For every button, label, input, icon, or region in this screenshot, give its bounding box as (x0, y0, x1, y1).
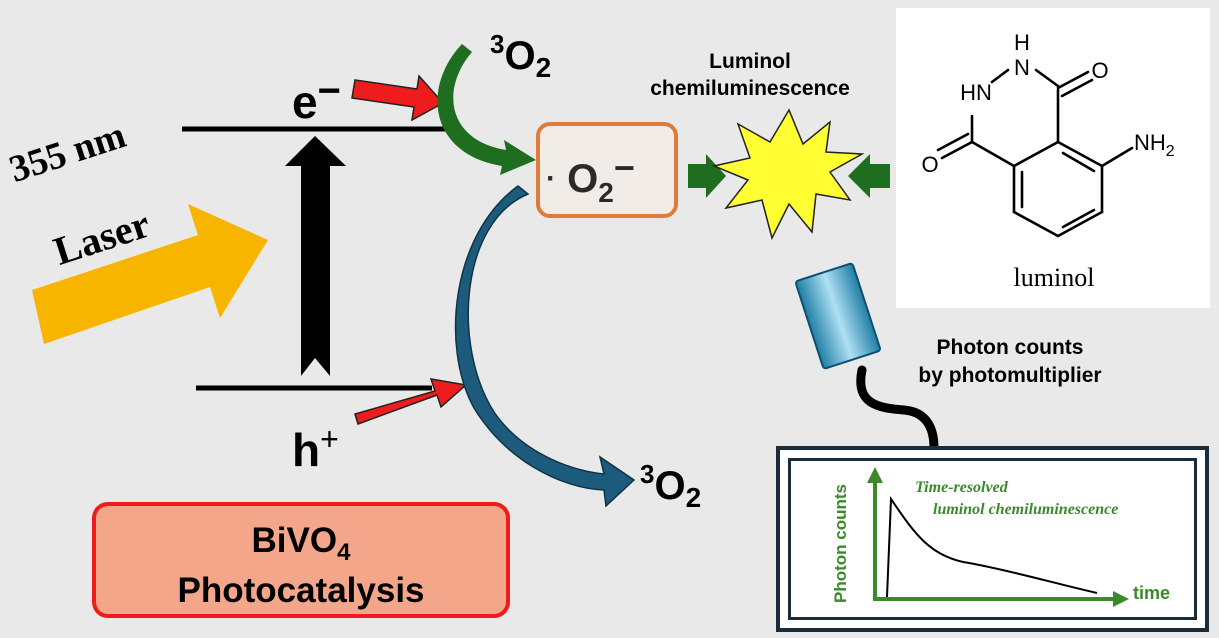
luminol-name: luminol (1014, 263, 1095, 292)
triplet-oxygen-bottom: 3O2 (640, 452, 701, 520)
photon-counts-label-line1: Photon counts (936, 336, 1084, 359)
hole-charge: + (320, 421, 339, 457)
chemiluminescence-label-line2: chemiluminescence (650, 77, 850, 100)
electron-label: e− (292, 66, 341, 127)
bivo4-formula-base: BiVO (251, 521, 338, 560)
superoxide-label: · O2− (546, 146, 635, 215)
luminol-atom-n: N (1014, 55, 1030, 80)
oxygen-oxidation-arrow (454, 185, 636, 508)
triplet-oxygen-top-sub: 2 (535, 52, 552, 83)
decay-plot-svg (867, 467, 1129, 607)
triplet-oxygen-bottom-sup: 3 (640, 459, 655, 489)
luminol-atom-h: H (1014, 30, 1030, 55)
triplet-oxygen-top-base: O (504, 34, 536, 78)
luminol-atom-hn: HN (960, 80, 992, 105)
electron-transfer-arrow (351, 74, 445, 122)
bivo4-photocatalysis-box: BiVO4 Photocatalysis (92, 502, 510, 618)
luminol-atom-nh2: NH2 (1134, 130, 1175, 160)
chemiluminescence-label-line1: Luminol (709, 50, 791, 73)
superoxide-dot: · (546, 162, 556, 195)
luminol-atom-o-top: O (1091, 58, 1108, 83)
luminol-atom-nh2-base: NH (1134, 130, 1166, 155)
luminol-atom-nh2-sub: 2 (1166, 143, 1175, 160)
photomultiplier-cable (856, 365, 939, 453)
laser-arrow (32, 204, 268, 344)
superoxide-charge: − (613, 147, 635, 188)
triplet-oxygen-top-sup: 3 (490, 29, 505, 59)
triplet-oxygen-top: 3O2 (490, 22, 551, 90)
decay-plot-panel: Photon counts time Time-resolved luminol… (788, 458, 1197, 620)
plot-annotation-line1: Time-resolved (915, 479, 1008, 496)
hole-symbol: h (292, 424, 321, 476)
oxygen-reduction-arrow (437, 44, 536, 175)
decay-plot-frame: Photon counts time Time-resolved luminol… (776, 446, 1209, 632)
luminol-atom-o-left: O (921, 152, 938, 177)
triplet-oxygen-bottom-base: O (654, 464, 686, 508)
photocatalysis-label: Photocatalysis (177, 571, 425, 610)
electron-symbol: e (292, 76, 318, 128)
plot-y-label: Photon counts (831, 484, 850, 603)
chemiluminescence-label: Luminol chemiluminescence (610, 48, 890, 102)
triplet-oxygen-bottom-sub: 2 (685, 482, 702, 513)
photon-counts-label-line2: by photomultiplier (918, 364, 1102, 387)
bivo4-formula-sub: 4 (337, 539, 351, 566)
superoxide-to-star-arrow (688, 154, 726, 198)
hole-transfer-arrow (354, 378, 468, 425)
photon-counts-label: Photon counts by photomultiplier (880, 334, 1140, 390)
photomultiplier-tube (795, 262, 881, 370)
superoxide-box: · O2− (536, 122, 678, 218)
superoxide-sub: 2 (598, 177, 614, 208)
plot-x-arrowhead (1113, 591, 1129, 607)
electron-charge: − (317, 69, 341, 113)
chemiluminescence-star (711, 108, 865, 241)
luminol-structure-card: H N HN O O NH2 luminol (896, 8, 1210, 308)
excitation-arrow (285, 136, 346, 376)
luminol-to-star-arrow (848, 154, 890, 198)
plot-annotation-line2: luminol chemiluminescence (933, 501, 1119, 518)
superoxide-base: O (567, 157, 599, 201)
decay-curve (886, 495, 1098, 598)
bivo4-formula: BiVO4 (96, 522, 506, 572)
plot-x-label: time (1133, 583, 1171, 603)
plot-y-arrowhead (867, 467, 883, 483)
luminol-structure-svg: H N HN O O NH2 luminol (921, 30, 1175, 292)
hole-label: h+ (292, 414, 339, 475)
